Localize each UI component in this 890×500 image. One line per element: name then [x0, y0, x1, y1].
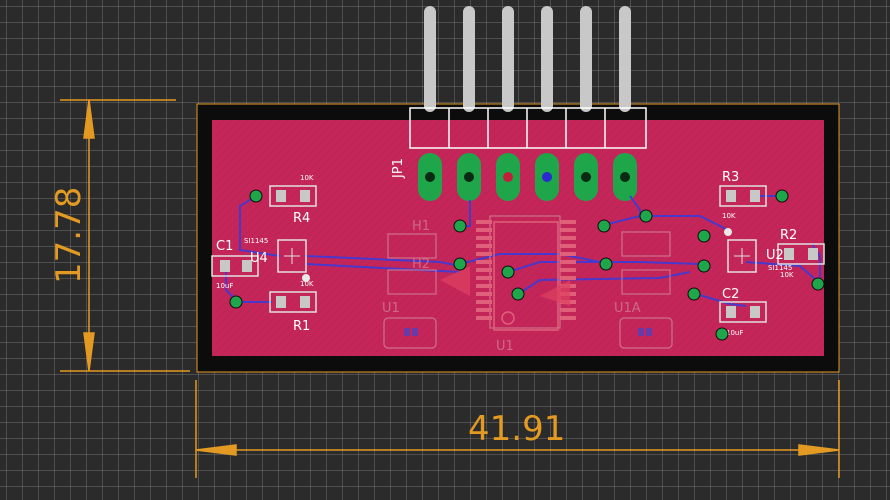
resistor-r2-label: R2: [780, 228, 797, 243]
dimension-width[interactable]: [195, 380, 840, 478]
vias[interactable]: [229, 189, 825, 341]
via[interactable]: [249, 189, 263, 203]
via[interactable]: [639, 209, 653, 223]
header-pins[interactable]: [424, 6, 631, 112]
ghost-label-h1: H1: [412, 219, 430, 234]
dimension-height-label: 17.78: [49, 187, 89, 284]
connector-label: JP1: [391, 158, 406, 179]
sensor-u4-value: SI1145: [244, 237, 268, 245]
ghost-label-u1b: U1A: [614, 301, 641, 316]
header-body: [409, 107, 647, 149]
via[interactable]: [511, 287, 525, 301]
capacitor-c2-value: 10uF: [726, 329, 743, 337]
sensor-u2-value: SI1145: [768, 264, 792, 272]
via[interactable]: [229, 295, 243, 309]
resistor-r4-label: R4: [293, 211, 310, 226]
sensor-u2[interactable]: [727, 239, 757, 273]
via[interactable]: [453, 257, 467, 271]
header-pin-6[interactable]: [619, 6, 631, 112]
ic-u1-label: U1: [496, 339, 514, 354]
sensor-u4[interactable]: [277, 239, 307, 273]
resistor-r2-value: 10K: [780, 271, 794, 279]
resistor-r3[interactable]: [719, 185, 767, 207]
capacitor-c1[interactable]: [211, 255, 259, 277]
capacitor-c2-label: C2: [722, 287, 739, 302]
sensor-u4-label: U4: [250, 251, 268, 266]
capacitor-c1-value: 10uF: [216, 282, 233, 290]
header-pin-3[interactable]: [502, 6, 514, 112]
header-pin-1[interactable]: [424, 6, 436, 112]
capacitor-c2[interactable]: [719, 301, 767, 323]
via[interactable]: [597, 219, 611, 233]
via[interactable]: [811, 277, 825, 291]
ghost-label-h2: H2: [412, 257, 430, 272]
via[interactable]: [697, 259, 711, 273]
dimension-width-label: 41.91: [468, 409, 565, 449]
via[interactable]: [697, 229, 711, 243]
resistor-r2[interactable]: [777, 243, 825, 265]
resistor-r1-value: 10K: [300, 280, 314, 288]
capacitor-c1-label: C1: [216, 239, 233, 254]
resistor-r1[interactable]: [269, 291, 317, 313]
ghost-label-u1a: U1: [382, 301, 400, 316]
via[interactable]: [775, 189, 789, 203]
via[interactable]: [453, 219, 467, 233]
resistor-r3-value: 10K: [722, 212, 736, 220]
via-markers: [302, 228, 732, 282]
resistor-r3-label: R3: [722, 170, 739, 185]
sensor-u2-label: U2: [766, 248, 784, 263]
via[interactable]: [599, 257, 613, 271]
resistor-r4[interactable]: [269, 185, 317, 207]
header-pin-2[interactable]: [463, 6, 475, 112]
ic-u1[interactable]: [440, 220, 576, 331]
via[interactable]: [715, 327, 729, 341]
header-pads[interactable]: [418, 153, 637, 201]
header-pin-4[interactable]: [541, 6, 553, 112]
ghost-pads: [404, 328, 652, 336]
via[interactable]: [687, 287, 701, 301]
via[interactable]: [501, 265, 515, 279]
resistor-r4-value: 10K: [300, 174, 314, 182]
header-pin-5[interactable]: [580, 6, 592, 112]
resistor-r1-label: R1: [293, 319, 310, 334]
dimension-height[interactable]: [60, 99, 190, 372]
